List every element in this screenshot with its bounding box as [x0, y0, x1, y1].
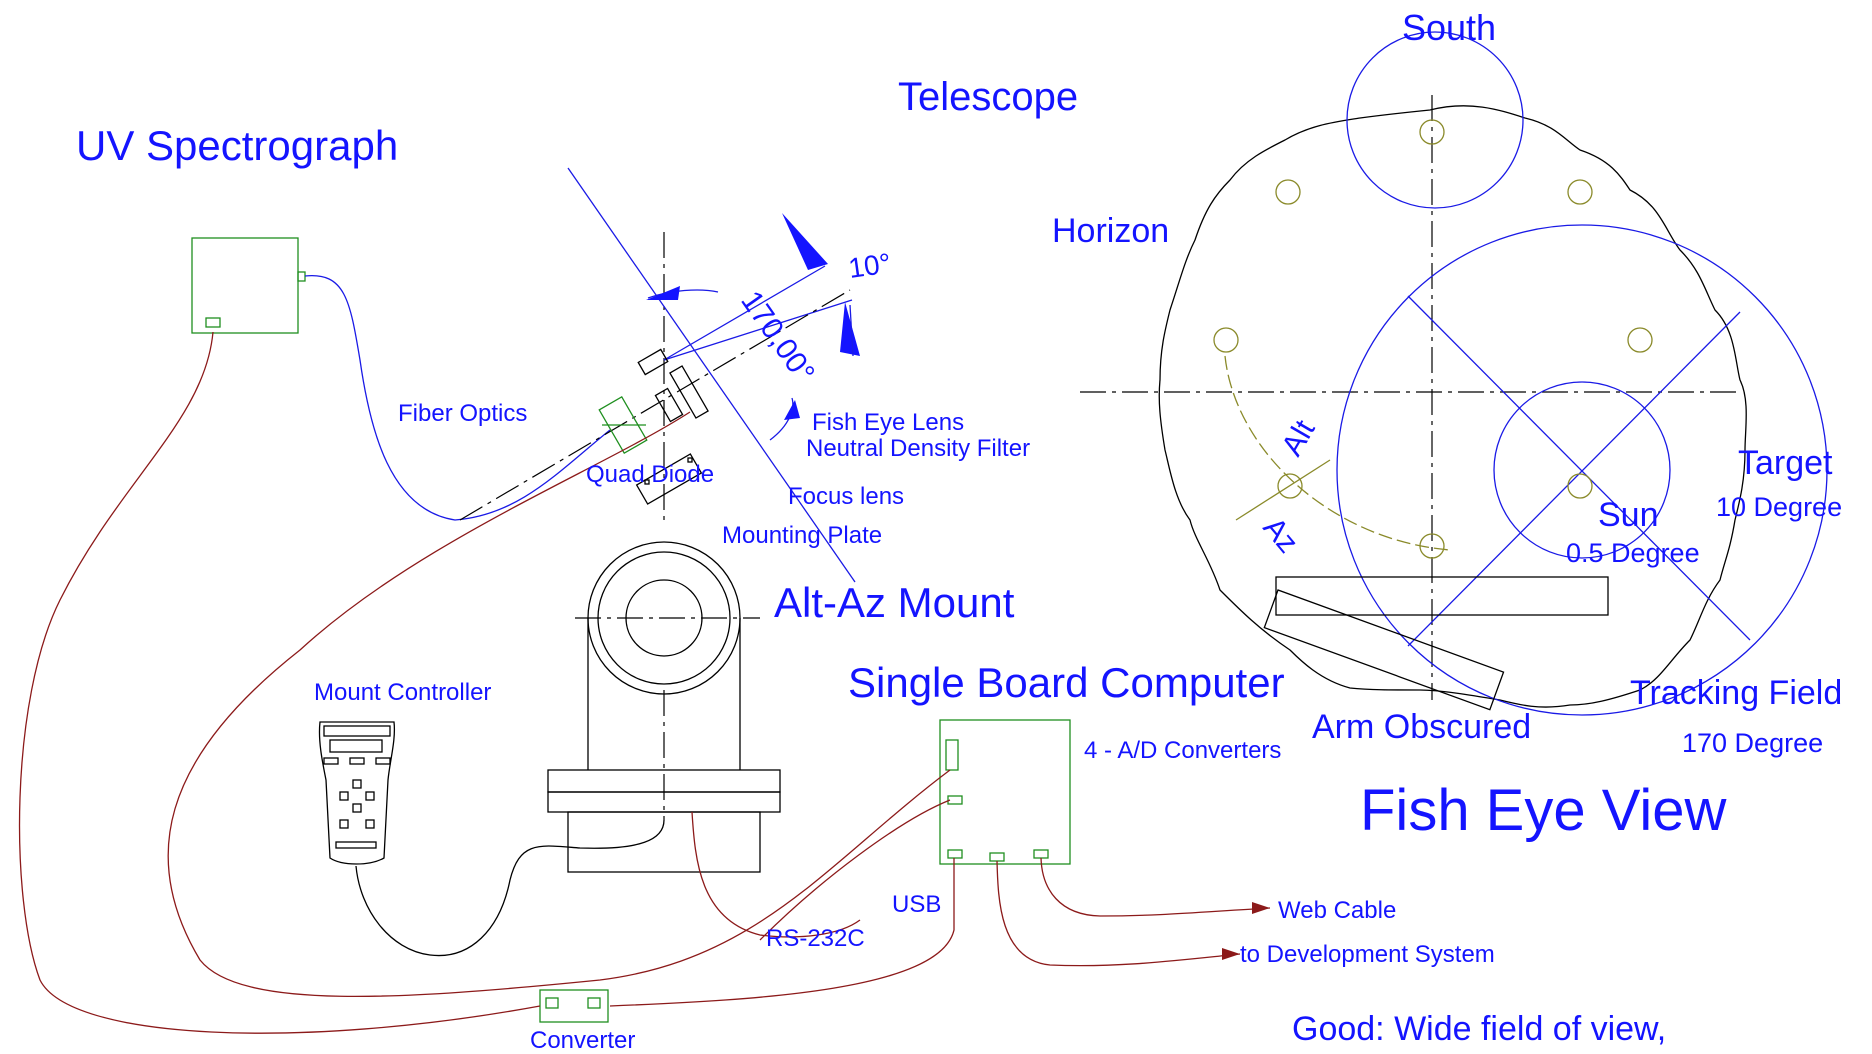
tracking-field-label: Tracking Field [1630, 674, 1842, 712]
dev-system-label: to Development System [1240, 941, 1495, 968]
quad-diode-label: Quad Diode [586, 461, 714, 488]
usb-label: USB [892, 891, 941, 918]
telescope-label: Telescope [898, 75, 1078, 119]
mounting-plate-label: Mounting Plate [722, 522, 882, 549]
angle-10-label: 10° [847, 247, 893, 284]
single-board-computer-label: Single Board Computer [848, 659, 1285, 706]
uv-spectrograph-label: UV Spectrograph [76, 122, 398, 169]
tracking-degree-label: 170 Degree [1682, 728, 1823, 758]
angle-170-label: 170,00° [734, 285, 821, 389]
target-degree-label: 10 Degree [1716, 492, 1842, 522]
fish-eye-view-title: Fish Eye View [1360, 778, 1728, 843]
az-label: Az [1257, 511, 1305, 559]
mount-controller-label: Mount Controller [314, 679, 491, 706]
rs232c-label: RS-232C [766, 925, 865, 952]
web-cable-label: Web Cable [1278, 897, 1396, 924]
horizon-label: Horizon [1052, 212, 1169, 250]
mount-controller-handset [318, 721, 396, 865]
converter-box [539, 989, 609, 1023]
fish-eye-lens-label: Fish Eye Lens [812, 409, 964, 436]
arm-obscured-label: Arm Obscured [1312, 708, 1531, 746]
sun-degree-label: 0.5 Degree [1566, 538, 1700, 568]
target-label: Target [1738, 444, 1833, 482]
converter-label: Converter [530, 1027, 635, 1049]
uv-spectrograph-box [191, 237, 306, 334]
ad-converters-label: 4 - A/D Converters [1084, 737, 1281, 764]
controller-cable [355, 819, 665, 957]
fiber-optics-label: Fiber Optics [398, 400, 527, 427]
south-label: South [1402, 7, 1496, 48]
cables [18, 331, 1271, 1034]
single-board-computer [939, 719, 1071, 865]
sun-label: Sun [1598, 496, 1659, 534]
fish-eye-view-diagram [1080, 31, 1828, 716]
horizon-outline [1158, 105, 1747, 708]
alt-label: Alt [1275, 414, 1321, 461]
focus-lens-label: Focus lens [788, 483, 904, 510]
nd-filter-label: Neutral Density Filter [806, 435, 1030, 462]
fiber-optic-cable [304, 275, 611, 521]
alt-az-mount [547, 541, 781, 873]
telescope-axes [459, 167, 856, 583]
angle-10-arrows [646, 213, 860, 441]
alt-az-mount-label: Alt-Az Mount [774, 579, 1015, 626]
good-note: Good: Wide field of view, [1292, 1010, 1666, 1048]
lens-assembly [598, 348, 709, 505]
